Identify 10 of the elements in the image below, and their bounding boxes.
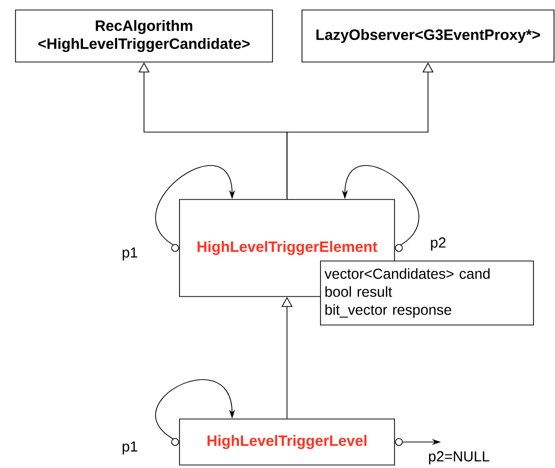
edge-label: p2 <box>431 237 446 251</box>
class-box: LazyObserver<G3EventProxy*> <box>302 10 554 62</box>
self-loop-arrow <box>155 379 236 446</box>
note-box: vector<Candidates> cand bool result bit_vector response <box>320 260 534 326</box>
edge-label: p1 <box>122 248 138 260</box>
class-box: RecAlgorithm <HighLevelTriggerCandidate> <box>15 10 273 62</box>
class-box: HighLevelTriggerLevel <box>179 418 395 466</box>
self-loop-arrow <box>155 165 236 252</box>
edge-label: p2=NULL <box>429 451 490 464</box>
edge-label: p1 <box>122 442 138 454</box>
